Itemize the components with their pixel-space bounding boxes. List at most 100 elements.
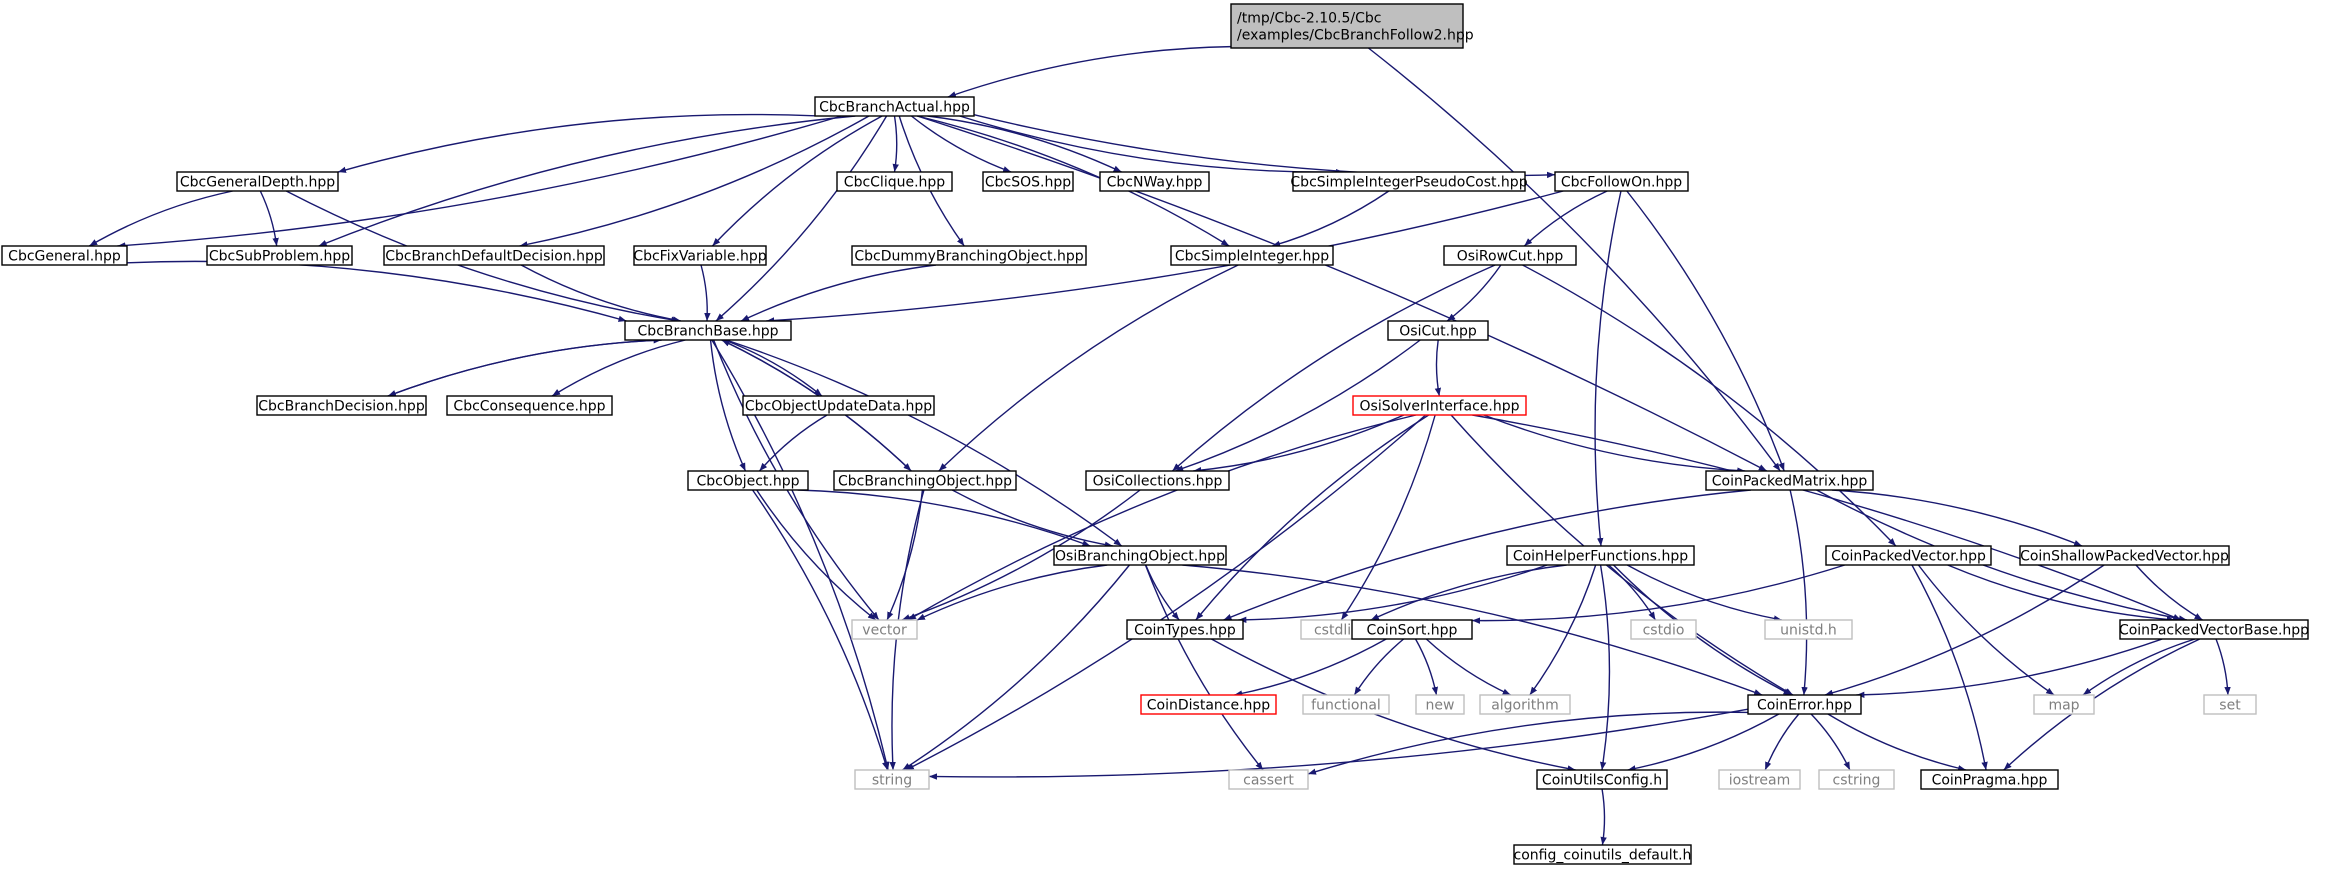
edge-coin-packed-vector-base-to-set: [2215, 638, 2231, 696]
node-label: CbcFollowOn.hpp: [1561, 175, 1682, 191]
edge-cbc-branching-object-to-osi-branching-object: [951, 489, 1113, 548]
node-cbc-branch-default-decision[interactable]: CbcBranchDefaultDecision.hpp: [383, 245, 605, 266]
node-cbc-simple-integer-pseudo-cost[interactable]: CbcSimpleIntegerPseudoCost.hpp: [1290, 171, 1528, 192]
node-cbc-follow-on[interactable]: CbcFollowOn.hpp: [1554, 171, 1689, 192]
node-cbc-object[interactable]: CbcObject.hpp: [687, 470, 809, 491]
edge-cbc-dummy-branching-object-to-cbc-branch-base: [740, 264, 937, 322]
node-string[interactable]: string: [854, 769, 930, 790]
node-label: iostream: [1729, 773, 1791, 789]
edge-coin-packed-matrix-to-coin-shallow-packed-vector: [1831, 489, 2083, 547]
node-label: OsiBranchingObject.hpp: [1055, 549, 1225, 565]
edge-root-to-cbc-branch-actual: [947, 45, 1232, 98]
node-coin-utils-config[interactable]: CoinUtilsConfig.h: [1536, 769, 1668, 790]
node-label: CoinPackedVectorBase.hpp: [2119, 623, 2309, 639]
edge-cbc-branch-actual-to-cbc-sub-problem: [318, 115, 856, 247]
node-label: CoinShallowPackedVector.hpp: [2020, 549, 2229, 565]
node-label: CbcSubProblem.hpp: [209, 249, 350, 265]
node-coin-packed-vector[interactable]: CoinPackedVector.hpp: [1825, 545, 1992, 566]
edge-coin-helper-functions-to-coin-error: [1613, 564, 1792, 696]
node-coin-packed-vector-base[interactable]: CoinPackedVectorBase.hpp: [2119, 619, 2309, 640]
node-box: [1920, 769, 2059, 790]
edge-osi-branching-object-to-string: [902, 564, 1131, 771]
node-cbc-simple-integer[interactable]: CbcSimpleInteger.hpp: [1170, 245, 1334, 266]
node-label: CbcGeneral.hpp: [8, 249, 121, 265]
node-box: [1387, 320, 1489, 341]
node-coin-pragma[interactable]: CoinPragma.hpp: [1920, 769, 2059, 790]
edge-cbc-object-update-data-to-cbc-object: [758, 414, 828, 472]
node-osi-collections[interactable]: OsiCollections.hpp: [1085, 470, 1230, 491]
node-cbc-nway[interactable]: CbcNWay.hpp: [1099, 171, 1210, 192]
node-cbc-object-update-data[interactable]: CbcObjectUpdateData.hpp: [742, 395, 935, 416]
node-set[interactable]: set: [2203, 694, 2257, 715]
node-box: [1302, 694, 1390, 715]
node-label: cassert: [1243, 773, 1294, 789]
edge-osi-solver-interface-to-cstdlib: [1340, 414, 1436, 621]
node-box: [1085, 470, 1230, 491]
nodes-layer: /tmp/Cbc-2.10.5/Cbc/examples/CbcBranchFo…: [1, 3, 2309, 865]
node-coin-helper-functions[interactable]: CoinHelperFunctions.hpp: [1506, 545, 1695, 566]
node-cbc-clique[interactable]: CbcClique.hpp: [836, 171, 953, 192]
node-vector[interactable]: vector: [851, 619, 918, 640]
node-osi-branching-object[interactable]: OsiBranchingObject.hpp: [1053, 545, 1227, 566]
node-label: CbcObjectUpdateData.hpp: [745, 399, 932, 415]
node-cbc-branch-actual[interactable]: CbcBranchActual.hpp: [814, 96, 975, 117]
node-cbc-general[interactable]: CbcGeneral.hpp: [1, 245, 128, 266]
node-label: CbcSOS.hpp: [985, 175, 1071, 191]
node-new[interactable]: new: [1415, 694, 1465, 715]
node-coin-distance[interactable]: CoinDistance.hpp: [1140, 694, 1277, 715]
node-coin-shallow-packed-vector[interactable]: CoinShallowPackedVector.hpp: [2019, 545, 2230, 566]
node-cbc-branching-object[interactable]: CbcBranchingObject.hpp: [833, 470, 1017, 491]
edge-coin-packed-vector-to-coin-pragma: [1911, 564, 1988, 771]
node-cstdio[interactable]: cstdio: [1630, 619, 1697, 640]
edge-coin-shallow-packed-vector-to-coin-packed-vector-base: [2135, 564, 2203, 621]
node-config-coinutils-default[interactable]: config_coinutils_default.h: [1513, 844, 1692, 865]
node-box: [687, 470, 809, 491]
edge-cbc-branch-default-decision-to-cbc-branch-base: [520, 264, 682, 323]
node-cbc-consequence[interactable]: CbcConsequence.hpp: [446, 395, 613, 416]
edge-coin-error-to-iostream: [1764, 713, 1800, 771]
node-osi-row-cut[interactable]: OsiRowCut.hpp: [1443, 245, 1577, 266]
node-cbc-branch-base[interactable]: CbcBranchBase.hpp: [624, 320, 792, 341]
node-iostream[interactable]: iostream: [1718, 769, 1801, 790]
node-functional[interactable]: functional: [1302, 694, 1390, 715]
node-label: CoinTypes.hpp: [1134, 623, 1236, 639]
node-box: [1351, 619, 1473, 640]
edge-coin-error-to-cassert: [1307, 711, 1749, 775]
node-coin-types[interactable]: CoinTypes.hpp: [1126, 619, 1244, 640]
edge-cbc-general-to-cbc-branch-base: [126, 260, 627, 322]
node-coin-packed-matrix[interactable]: CoinPackedMatrix.hpp: [1705, 470, 1874, 491]
node-cassert[interactable]: cassert: [1228, 769, 1309, 790]
node-cbc-fix-variable[interactable]: CbcFixVariable.hpp: [633, 245, 767, 266]
node-box: [1764, 619, 1853, 640]
node-cbc-general-depth[interactable]: CbcGeneralDepth.hpp: [176, 171, 339, 192]
edge-osi-row-cut-to-coin-packed-vector: [1522, 264, 1897, 547]
node-coin-error[interactable]: CoinError.hpp: [1747, 694, 1862, 715]
node-root[interactable]: /tmp/Cbc-2.10.5/Cbc/examples/CbcBranchFo…: [1230, 3, 1474, 49]
node-label: CoinPackedMatrix.hpp: [1712, 474, 1868, 490]
node-cbc-sub-problem[interactable]: CbcSubProblem.hpp: [206, 245, 353, 266]
node-label: config_coinutils_default.h: [1514, 848, 1692, 864]
node-label: CbcSimpleIntegerPseudoCost.hpp: [1290, 175, 1527, 191]
node-osi-cut[interactable]: OsiCut.hpp: [1387, 320, 1489, 341]
node-label: CbcBranchingObject.hpp: [838, 474, 1012, 490]
node-unistd[interactable]: unistd.h: [1764, 619, 1853, 640]
node-cstring[interactable]: cstring: [1818, 769, 1895, 790]
edge-osi-solver-interface-to-coin-error: [1450, 414, 1794, 696]
node-cbc-branch-decision[interactable]: CbcBranchDecision.hpp: [256, 395, 427, 416]
node-box: [1140, 694, 1277, 715]
edge-cbc-branch-actual-to-cbc-simple-integer: [917, 115, 1230, 247]
node-box: [814, 96, 975, 117]
node-cbc-dummy-branching-object[interactable]: CbcDummyBranchingObject.hpp: [851, 245, 1087, 266]
node-algorithm[interactable]: algorithm: [1479, 694, 1571, 715]
node-osi-solver-interface[interactable]: OsiSolverInterface.hpp: [1352, 395, 1527, 416]
node-box: [256, 395, 427, 416]
edge-coin-packed-vector-base-to-coin-pragma: [2003, 638, 2201, 771]
edge-cbc-branch-actual-to-cbc-general-depth: [337, 113, 816, 173]
node-cbc-sos[interactable]: CbcSOS.hpp: [982, 171, 1074, 192]
node-coin-sort[interactable]: CoinSort.hpp: [1351, 619, 1473, 640]
edge-cbc-follow-on-to-coin-packed-matrix: [1626, 190, 1785, 472]
node-map[interactable]: map: [2033, 694, 2095, 715]
node-box: [851, 619, 918, 640]
edge-coin-helper-functions-to-algorithm: [1529, 564, 1597, 696]
